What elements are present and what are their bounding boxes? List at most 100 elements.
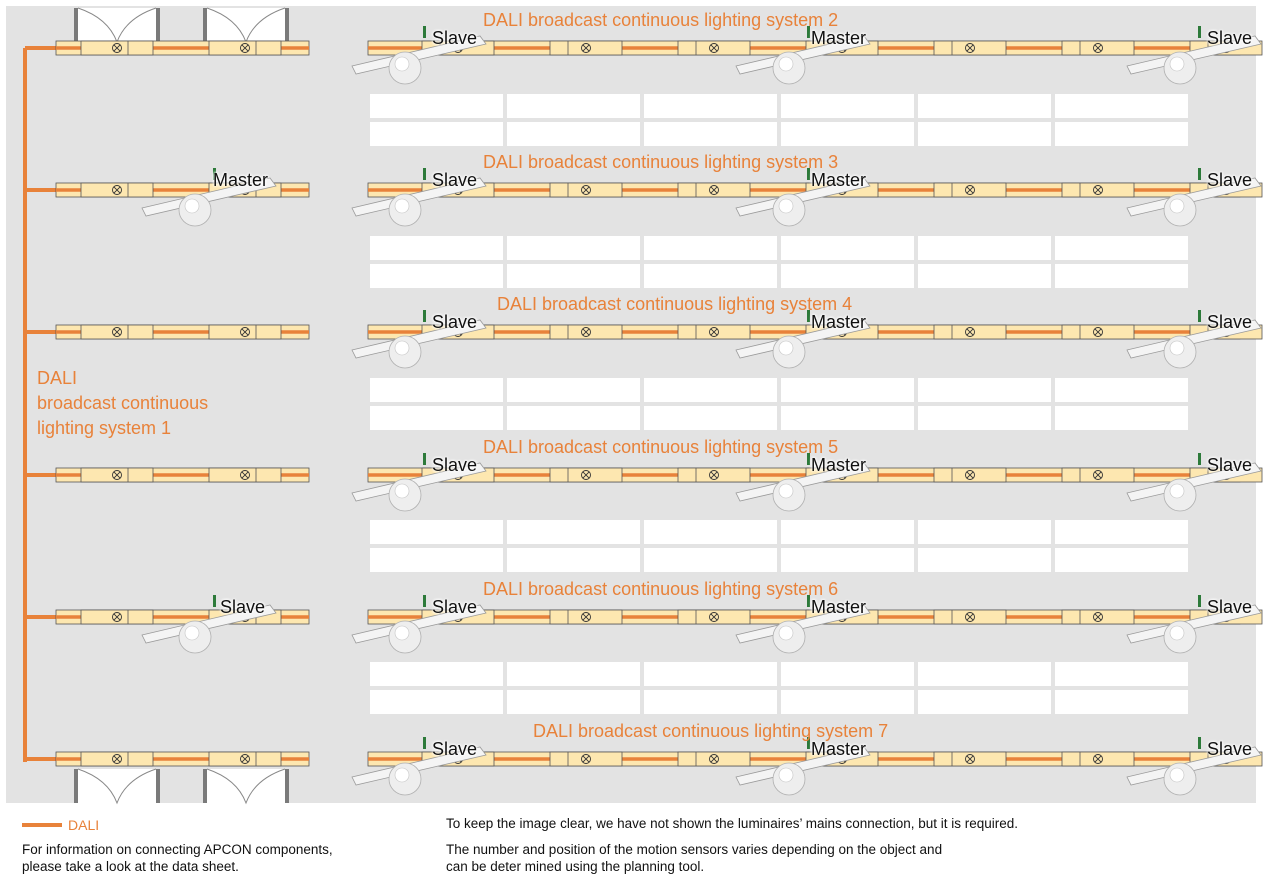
lamp-cross <box>966 44 974 52</box>
sensor-lens <box>1169 56 1185 72</box>
lamp-cross <box>113 328 121 336</box>
lamp-symbol-icon <box>1093 470 1103 480</box>
lamp-symbol-icon <box>581 327 591 337</box>
desk <box>918 236 1051 260</box>
sensor-note: The number and position of the motion se… <box>446 841 942 875</box>
role-label: Master <box>811 170 867 190</box>
lamp-symbol-icon <box>581 470 591 480</box>
desk <box>644 548 777 572</box>
door-frame <box>74 769 78 803</box>
sensor-lens <box>184 198 200 214</box>
lamp-cross <box>1094 328 1102 336</box>
system-title: DALI broadcast continuous lighting syste… <box>483 437 839 457</box>
desk <box>507 264 640 288</box>
sensor-lens <box>778 625 794 641</box>
door-frame <box>156 769 160 803</box>
desk <box>507 690 640 714</box>
lamp-symbol-icon <box>112 612 122 622</box>
desk <box>370 548 503 572</box>
sensor-lens <box>778 767 794 783</box>
desk <box>644 94 777 118</box>
desk <box>370 406 503 430</box>
lamp-cross <box>582 471 590 479</box>
role-label: Slave <box>1207 28 1253 48</box>
lamp-symbol-icon <box>112 470 122 480</box>
system-1-label-line: broadcast continuous <box>37 393 209 413</box>
lamp-cross <box>1094 755 1102 763</box>
sensor-lens <box>778 340 794 356</box>
lamp-symbol-icon <box>240 327 250 337</box>
system-title: DALI broadcast continuous lighting syste… <box>533 721 889 741</box>
fixture-body <box>351 604 487 644</box>
desk <box>507 236 640 260</box>
sensor-lens <box>184 625 200 641</box>
desk <box>507 406 640 430</box>
fixture-body <box>735 35 871 75</box>
system-1-label-line: DALI <box>37 368 78 388</box>
desk <box>644 406 777 430</box>
lamp-cross <box>1094 44 1102 52</box>
lamp-symbol-icon <box>709 612 719 622</box>
sensor-antenna <box>807 168 810 180</box>
desk <box>370 236 503 260</box>
lamp-cross <box>966 613 974 621</box>
dali-legend-swatch <box>22 823 62 827</box>
apcon-note: For information on connecting APCON comp… <box>22 841 333 875</box>
lamp-symbol-icon <box>112 327 122 337</box>
fixture-body <box>735 746 871 786</box>
lamp-symbol-icon <box>112 43 122 53</box>
sensor-lens <box>394 340 410 356</box>
lamp-symbol-icon <box>709 43 719 53</box>
sensor-antenna <box>807 310 810 322</box>
sensor-antenna <box>213 168 216 180</box>
desk <box>781 378 914 402</box>
fixture-body <box>735 462 871 502</box>
role-label: Master <box>811 312 867 332</box>
desk <box>507 548 640 572</box>
lamp-symbol-icon <box>1093 612 1103 622</box>
sensor-lens <box>394 767 410 783</box>
desk <box>507 520 640 544</box>
lamp-symbol-icon <box>1093 43 1103 53</box>
lamp-cross <box>710 471 718 479</box>
lamp-cross <box>582 613 590 621</box>
sensor-lens <box>778 56 794 72</box>
desk <box>370 378 503 402</box>
sensor-antenna <box>1198 168 1201 180</box>
role-label: Master <box>213 170 269 190</box>
sensor-antenna <box>1198 595 1201 607</box>
lamp-symbol-icon <box>965 185 975 195</box>
system-1-label-line: lighting system 1 <box>37 418 172 438</box>
lamp-symbol-icon <box>965 470 975 480</box>
system-title: DALI broadcast continuous lighting syste… <box>483 10 839 30</box>
sensor-lens <box>1169 340 1185 356</box>
lamp-cross <box>710 186 718 194</box>
role-label: Master <box>811 28 867 48</box>
lamp-symbol-icon <box>965 754 975 764</box>
desk <box>1055 122 1188 146</box>
door-frame <box>285 769 289 803</box>
desk <box>781 264 914 288</box>
sensor-antenna <box>807 453 810 465</box>
door-frame <box>203 769 207 803</box>
desk <box>507 94 640 118</box>
role-label: Slave <box>432 455 478 475</box>
lamp-symbol-icon <box>965 43 975 53</box>
role-label: Slave <box>1207 170 1253 190</box>
sensor-lens <box>778 483 794 499</box>
lamp-cross <box>113 613 121 621</box>
desk <box>918 406 1051 430</box>
lamp-symbol-icon <box>581 754 591 764</box>
lamp-symbol-icon <box>709 470 719 480</box>
desk <box>1055 548 1188 572</box>
desk <box>370 264 503 288</box>
door-swing <box>206 768 286 805</box>
desk <box>781 122 914 146</box>
desk <box>781 520 914 544</box>
sensor-antenna <box>1198 310 1201 322</box>
lamp-cross <box>582 186 590 194</box>
desk <box>781 690 914 714</box>
door-frame <box>285 8 289 42</box>
lamp-symbol-icon <box>965 612 975 622</box>
